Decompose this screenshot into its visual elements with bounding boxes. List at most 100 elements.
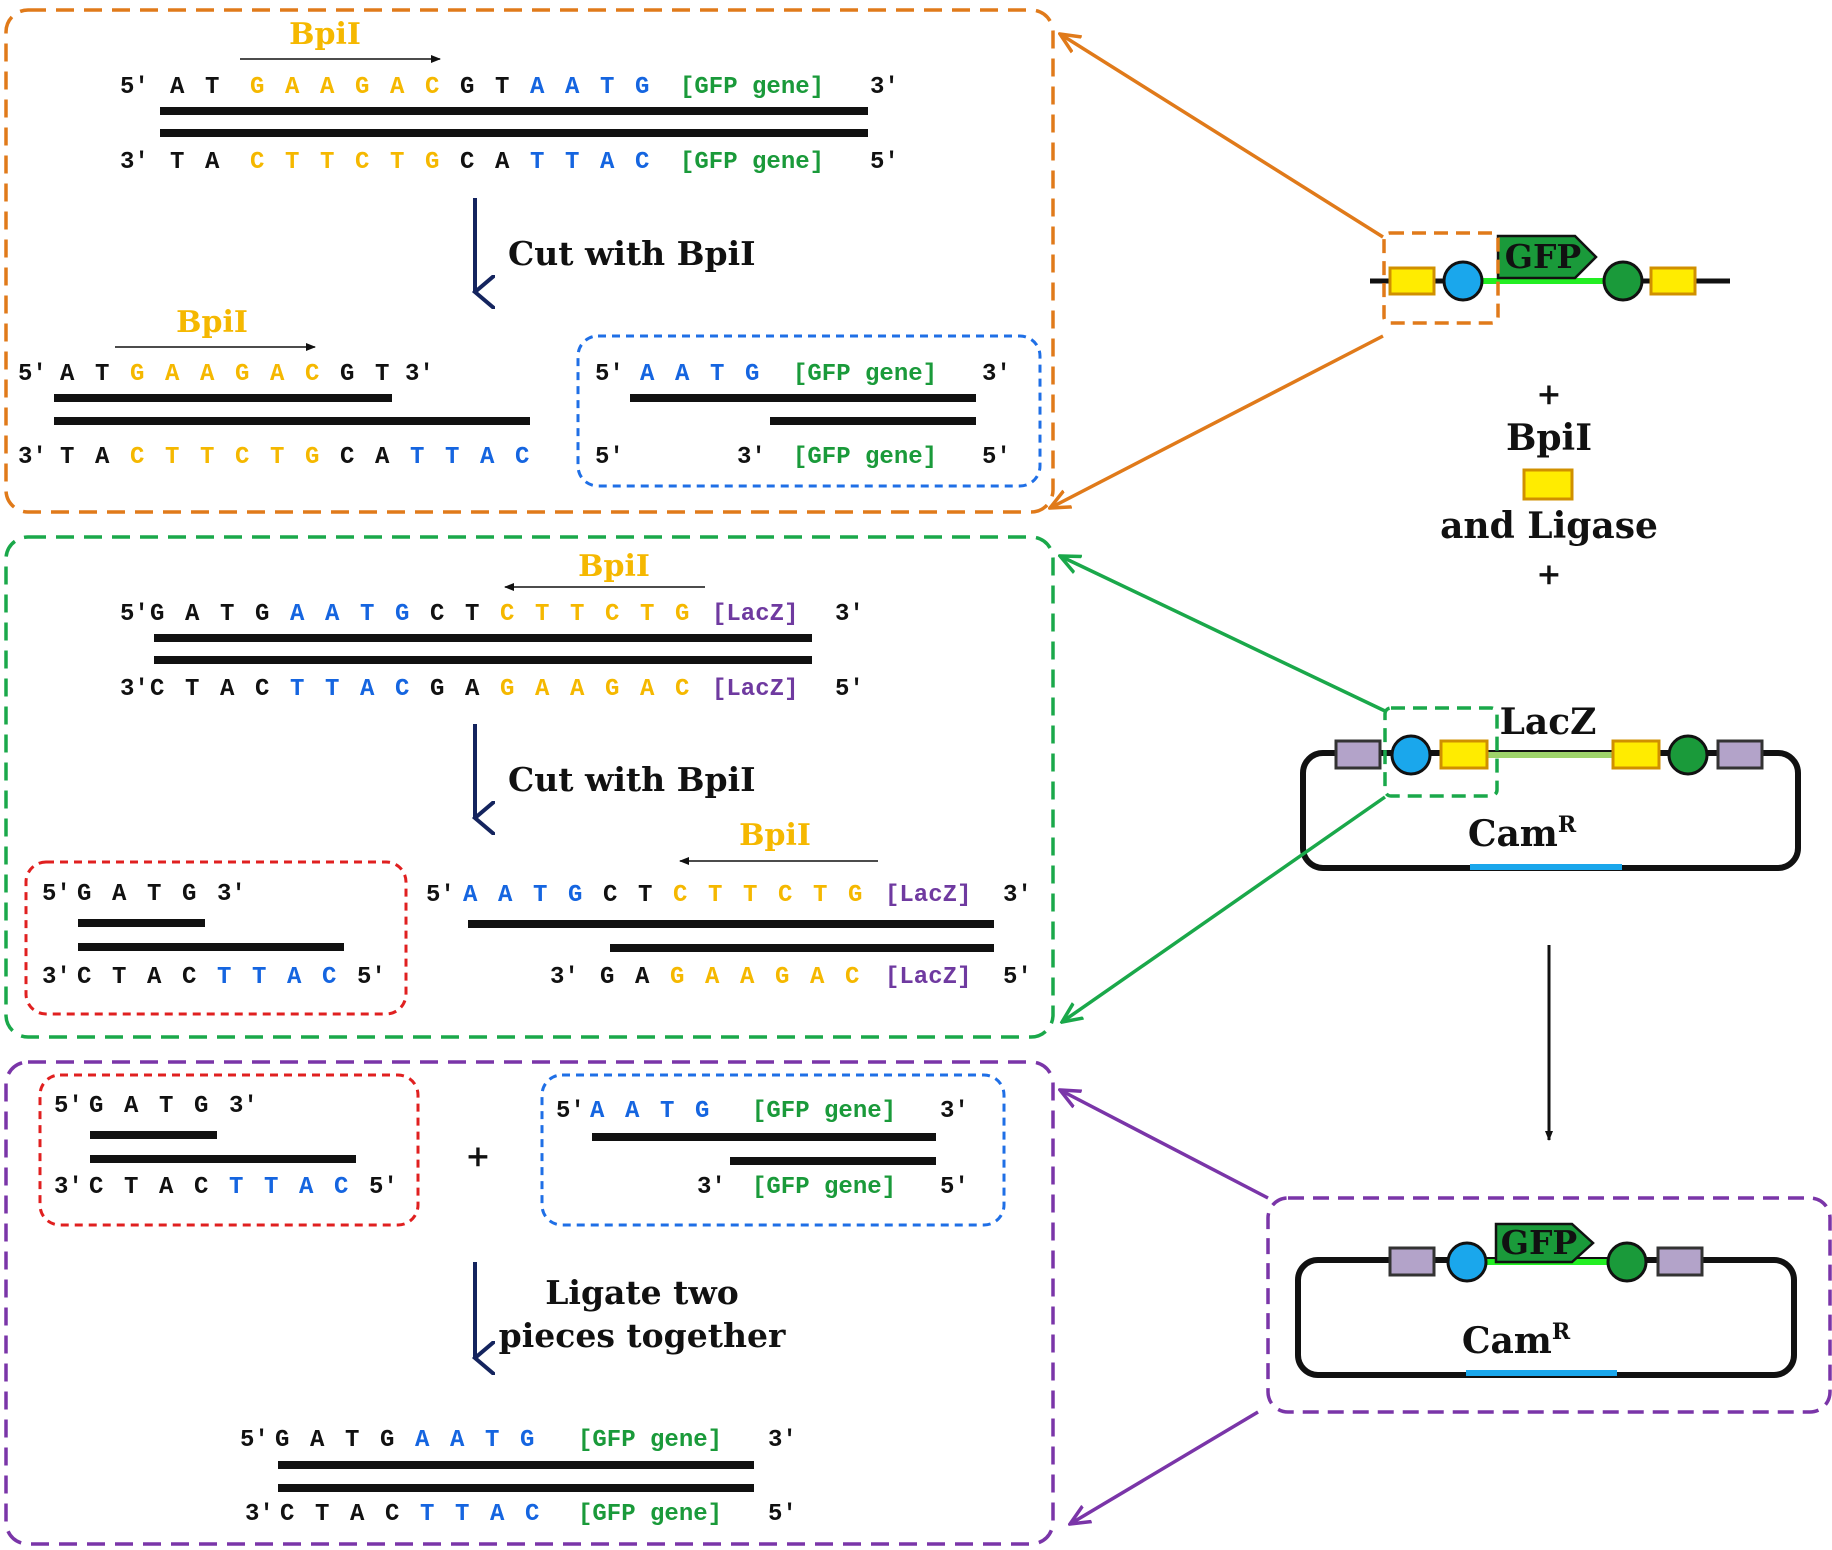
sequence-token: 3′ (245, 1501, 274, 1528)
sequence-token: T (600, 74, 614, 101)
reagent-bpil-site-icon (1522, 468, 1574, 501)
sequence-token: [GFP gene] (680, 74, 824, 101)
panel3-right-bottom-bar (730, 1157, 936, 1165)
sequence-token: T (570, 601, 584, 628)
product-blue-site (1446, 1241, 1488, 1283)
sequence-token: T (485, 1427, 499, 1454)
sequence-token: 3′ (229, 1093, 258, 1120)
sequence-token: T (270, 444, 284, 471)
sequence-token: T (495, 74, 509, 101)
sequence-token: T (112, 964, 126, 991)
panel1-bottom-bar (160, 129, 868, 137)
panel3-final-top-bar (278, 1461, 754, 1469)
sequence-token: G (182, 881, 196, 908)
sequence-token: A (165, 361, 180, 388)
sequence-token: T (535, 601, 549, 628)
sequence-token: G (77, 881, 91, 908)
sequence-token: G (695, 1098, 709, 1125)
sequence-token: T (638, 882, 652, 909)
sequence-token: A (350, 1501, 365, 1528)
gfp-insert-bpil-site-right (1649, 266, 1697, 296)
sequence-token: T (410, 444, 424, 471)
sequence-token: [GFP gene] (752, 1174, 896, 1201)
sequence-token: 3′ (550, 964, 579, 991)
sequence-token: A (810, 964, 825, 991)
sequence-token: C (385, 1501, 399, 1528)
sequence-token: 5′ (426, 882, 455, 909)
sequence-token: C (500, 601, 514, 628)
sequence-token: [GFP gene] (680, 149, 824, 176)
sequence-token: G (430, 676, 444, 703)
sequence-token: 5′ (42, 881, 71, 908)
sequence-token: C (675, 676, 689, 703)
sequence-token: G (605, 676, 619, 703)
sequence-token: 5′ (54, 1093, 83, 1120)
sequence-token: C (150, 676, 164, 703)
sequence-token: G (130, 361, 144, 388)
sequence-token: 3′ (217, 881, 246, 908)
sequence-token: A (640, 361, 655, 388)
gatg-fragment-box-2 (38, 1073, 420, 1227)
panel1-left-bpil-label: BpiI (176, 305, 248, 340)
panel3-ligate-label-2: pieces together (499, 1316, 786, 1355)
sequence-token: T (290, 676, 304, 703)
lacz-vector-blue-site (1390, 734, 1432, 776)
sequence-token: A (287, 964, 302, 991)
green-arrow-to-panel2-top (1060, 556, 1386, 713)
panel1-left-bottom-bar (54, 417, 530, 425)
sequence-token: 5′ (120, 601, 149, 628)
sequence-token: G (675, 601, 689, 628)
sequence-token: G (395, 601, 409, 628)
sequence-token: A (112, 881, 127, 908)
sequence-token: A (450, 1427, 465, 1454)
lacz-vector-purple-site-right (1716, 739, 1764, 770)
sequence-token: 5′ (357, 964, 386, 991)
sequence-token: T (264, 1174, 278, 1201)
sequence-token: T (565, 149, 579, 176)
sequence-token: [GFP gene] (578, 1501, 722, 1528)
sequence-token: [GFP gene] (793, 361, 937, 388)
product-purple-site-right (1656, 1246, 1704, 1277)
sequence-token: 5′ (1003, 964, 1032, 991)
lacz-label: LacZ (1500, 701, 1597, 743)
sequence-token: G (250, 74, 264, 101)
sequence-token: T (95, 361, 109, 388)
sequence-token: T (708, 882, 722, 909)
panel2-cut-label: Cut with BpiI (508, 760, 756, 799)
sequence-token: T (360, 601, 374, 628)
reagent-plus-1: + (1536, 377, 1561, 412)
sequence-token: A (220, 676, 235, 703)
sequence-token: C (340, 444, 354, 471)
sequence-token: 3′ (405, 361, 434, 388)
sequence-token: 3′ (737, 444, 766, 471)
product-purple-site-left (1388, 1246, 1436, 1277)
sequence-token: 3′ (120, 149, 149, 176)
sequence-token: A (530, 74, 545, 101)
sequence-token: 5′ (18, 361, 47, 388)
sequence-token: G (355, 74, 369, 101)
green-arrow-to-panel2-bottom (1062, 795, 1387, 1022)
product-gfp-label: GFP (1501, 1223, 1577, 1262)
sequence-token: [LacZ] (712, 601, 798, 628)
panel1-right-bottom-bar (770, 417, 976, 425)
panel2-right-bottom-bar (610, 944, 994, 952)
lacz-vector-zoom-box (1383, 706, 1499, 798)
sequence-token: C (334, 1174, 348, 1201)
sequence-token: A (390, 74, 405, 101)
sequence-token: G (460, 74, 474, 101)
gfp-fragment-box (576, 334, 1042, 488)
sequence-token: G (848, 882, 862, 909)
sequence-token: C (635, 149, 649, 176)
